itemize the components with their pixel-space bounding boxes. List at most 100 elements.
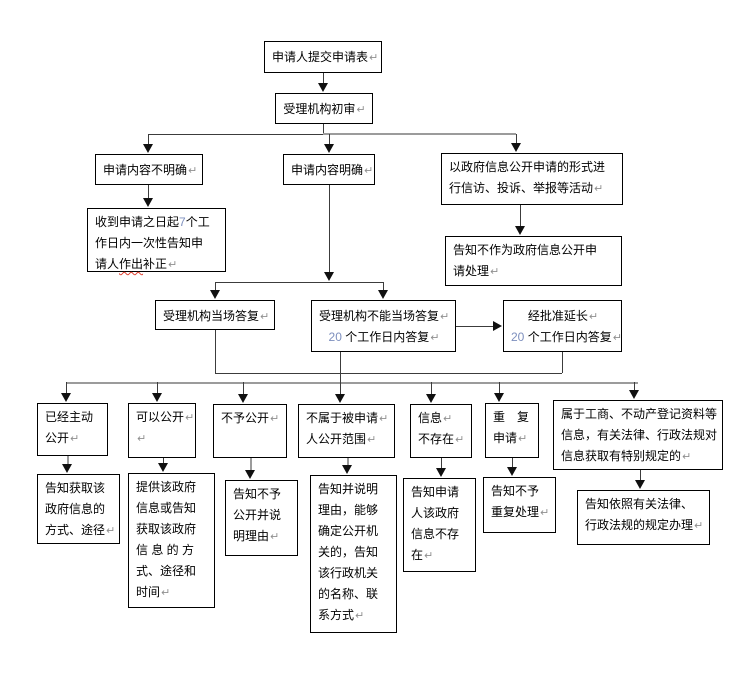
text-segment: 告知依照有关法律、	[585, 497, 694, 511]
text-segment: 理由，能够	[318, 503, 379, 517]
arrowhead-icon	[507, 467, 517, 476]
text-segment: 已经主动	[45, 410, 94, 424]
connector-line	[66, 382, 67, 395]
return-mark-icon: ↵	[364, 165, 374, 177]
text-segment: 信息获取有特别规定的	[561, 449, 682, 463]
text-segment: 受理机构当场答复	[163, 309, 260, 323]
connector-line	[323, 124, 324, 134]
flow-node-text-line: 信 息 的 方	[136, 540, 208, 561]
text-segment: 的名称、联	[318, 587, 379, 601]
flow-node-petition-activities: 以政府信息公开申请的形式进行信访、投诉、举报等活动↵	[441, 153, 623, 205]
text-segment: 个工	[185, 215, 210, 229]
text-segment: 不属于被申请	[306, 411, 379, 425]
connector-line	[148, 134, 323, 135]
text-segment: 20	[511, 330, 525, 344]
flow-node-text-line: 不予公开↵	[221, 408, 280, 429]
arrowhead-icon	[436, 468, 446, 477]
arrowhead-icon	[210, 290, 220, 299]
text-segment: 受理机构不能当场答复	[319, 309, 440, 323]
text-segment: 时间	[136, 585, 161, 599]
text-segment: 关的，告知	[318, 545, 379, 559]
flow-node-text-line: ↵	[136, 428, 189, 449]
text-segment: 公开并说	[233, 508, 282, 522]
flow-node-text-line: 系方式↵	[318, 605, 390, 626]
return-mark-icon: ↵	[188, 165, 198, 177]
text-segment: 告知并说明	[318, 482, 379, 496]
flow-node-text-line: 受理机构初审↵	[283, 99, 366, 120]
flow-node-text-line: 提供该政府	[136, 477, 208, 498]
arrowhead-icon	[324, 144, 334, 153]
return-mark-icon: ↵	[137, 433, 147, 445]
flow-node-content-unclear: 申请内容不明确↵	[95, 154, 203, 185]
return-mark-icon: ↵	[356, 104, 366, 116]
flow-node-text-line: 公开↵	[45, 428, 101, 449]
flow-node-text-line: 行信访、投诉、举报等活动↵	[449, 178, 616, 199]
flow-node-content-clear: 申请内容明确↵	[283, 154, 375, 185]
arrowhead-icon	[426, 394, 436, 403]
connector-line	[520, 205, 521, 228]
text-segment: 申请内容不明确	[103, 163, 188, 177]
text-segment: 作出	[119, 257, 144, 271]
flow-node-repeated-request: 重 复申请↵	[485, 403, 539, 458]
flow-node-text-line: 明理由↵	[233, 526, 291, 547]
arrowhead-icon	[158, 463, 168, 472]
text-segment: 信息	[418, 411, 443, 425]
text-segment: 重复处理	[491, 505, 540, 519]
arrowhead-icon	[342, 465, 352, 474]
arrowhead-icon	[493, 321, 502, 331]
return-mark-icon: ↵	[694, 520, 704, 532]
flow-node-text-line: 在↵	[411, 545, 469, 566]
flow-node-text-line: 信息不存	[411, 524, 469, 545]
return-mark-icon: ↵	[540, 507, 550, 519]
connector-line	[441, 458, 442, 470]
text-segment: 补正	[143, 257, 168, 271]
connector-line	[499, 382, 500, 395]
arrowhead-icon	[318, 83, 328, 92]
flow-node-text-line: 作日内一次性告知申	[95, 233, 219, 254]
text-segment: 告知不予	[233, 487, 282, 501]
text-segment: 申请	[493, 431, 518, 445]
flow-node-text-line: 告知不予	[233, 484, 291, 505]
flow-node-text-line: 不属于被申请↵	[306, 408, 388, 429]
text-segment: 请处理	[453, 264, 490, 278]
return-mark-icon: ↵	[270, 413, 280, 425]
flow-node-text-line: 信息↵	[418, 408, 465, 429]
flow-node-text-line: 时间↵	[136, 582, 208, 603]
connector-line	[215, 330, 216, 373]
text-segment: 申请内容明确	[291, 163, 364, 177]
arrowhead-icon	[238, 394, 248, 403]
connector-line	[634, 382, 635, 392]
text-segment: 受理机构初审	[283, 102, 356, 116]
flow-node-text-line: 可以公开↵	[136, 407, 194, 428]
flow-node-text-line: 受理机构当场答复↵	[163, 306, 270, 327]
flow-node-special-regulation: 属于工商、不动产登记资料等信息，有关法律、行政法规对信息获取有特别规定的↵	[553, 400, 723, 470]
arrowhead-icon	[335, 394, 345, 403]
flow-node-text-line: 申请人提交申请表↵	[272, 47, 378, 68]
flow-node-text-line: 该行政机关	[318, 563, 390, 584]
connector-line	[148, 185, 149, 200]
text-segment: 请人	[95, 257, 120, 271]
return-mark-icon: ↵	[260, 311, 270, 323]
return-mark-icon: ↵	[443, 413, 453, 425]
text-segment: 明理由	[233, 529, 270, 543]
text-segment: 个工作日内答复	[341, 330, 430, 344]
text-segment: 确定公开机	[318, 524, 379, 538]
return-mark-icon: ↵	[379, 413, 389, 425]
return-mark-icon: ↵	[367, 434, 377, 446]
connector-line	[431, 382, 432, 396]
flow-node-can-disclose: 可以公开↵ ↵	[128, 403, 196, 458]
flow-node-text-line: 理由，能够	[318, 500, 390, 521]
flow-node-text-line: 的名称、联	[318, 584, 390, 605]
flow-node-text-line: 方式、途径↵	[45, 520, 115, 541]
connector-line	[215, 282, 383, 283]
flow-node-notify-correction: 收到申请之日起7个工作日内一次性告知申请人作出补正↵	[87, 208, 226, 272]
flow-node-text-line: 确定公开机	[318, 521, 390, 542]
return-mark-icon: ↵	[490, 266, 500, 278]
arrowhead-icon	[635, 480, 645, 489]
connector-line	[66, 382, 638, 384]
text-segment: 收到申请之日起	[95, 215, 180, 229]
return-mark-icon: ↵	[455, 434, 465, 446]
flow-node-text-line: 不存在↵	[418, 429, 465, 450]
flow-node-text-line: 申请↵	[493, 428, 532, 449]
